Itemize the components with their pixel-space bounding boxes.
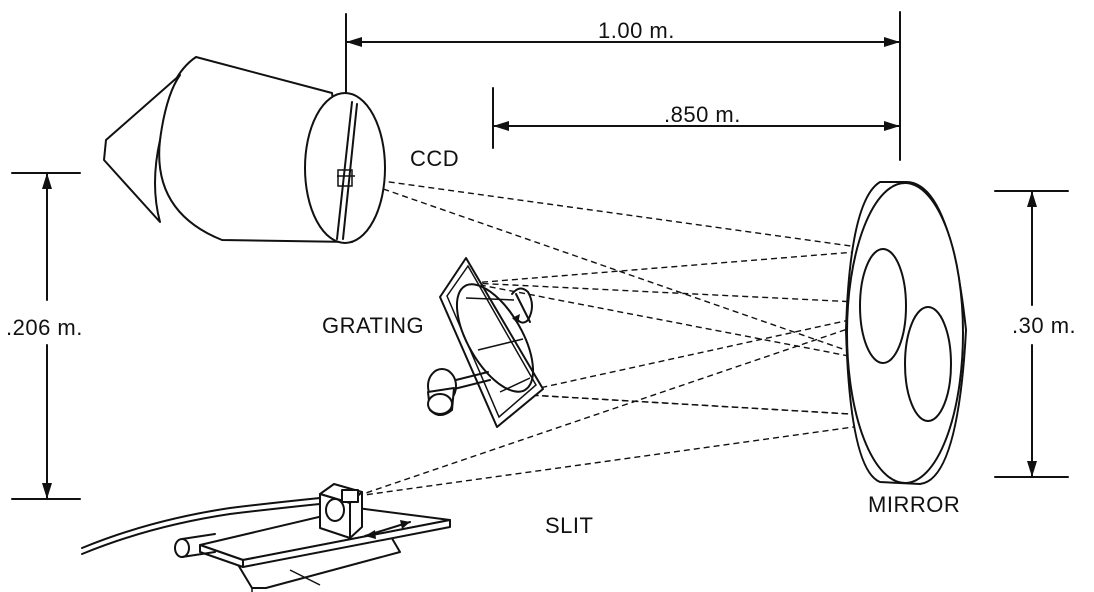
ccd-camera [103,56,386,244]
mirror [845,180,967,485]
dim-top-label: 1.00 m. [598,18,675,43]
dim-mid-label: .850 m. [664,102,741,127]
dimension-mid [492,87,901,149]
grating [427,257,544,428]
mirror-label: MIRROR [868,492,960,517]
slit-assembly [81,483,451,592]
dimension-right [994,190,1069,478]
grating-label: GRATING [322,313,424,338]
dim-left-label: .206 m. [6,315,83,340]
dim-right-label: .30 m. [1012,313,1076,338]
optical-rays [345,175,919,497]
slit-label: SLIT [545,513,593,538]
dimension-left [11,172,81,500]
ccd-label: CCD [410,146,459,171]
